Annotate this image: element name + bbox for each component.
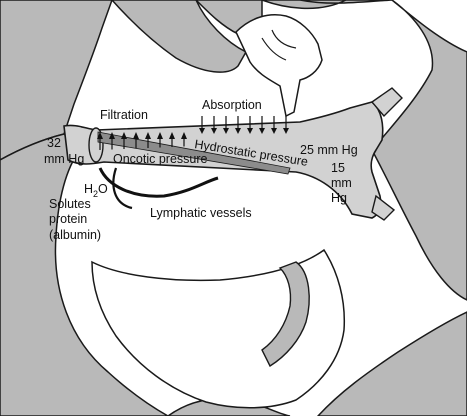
- water-h: H: [84, 182, 93, 196]
- filtration-arrow-head: [169, 132, 175, 139]
- filtration-label: Filtration: [100, 108, 148, 122]
- tissue-top-left: [110, 0, 248, 73]
- pressure-right-top: 25 mm Hg: [300, 143, 358, 157]
- lymph-line-1: [98, 167, 219, 198]
- filtration-arrow: [169, 132, 175, 147]
- water-label: H2O: [84, 182, 108, 199]
- lymphatic-vessel-lines: [98, 167, 219, 210]
- tissue-left-bottom: [0, 133, 170, 416]
- pressure-left-unit: mm Hg: [44, 152, 84, 166]
- lymphatic-valve-top: [261, 29, 297, 61]
- venule-branch: [370, 87, 403, 118]
- filtration-arrows: [97, 132, 187, 150]
- filtration-arrow: [109, 132, 115, 150]
- interstitial-space-lower: [91, 248, 346, 409]
- filtration-arrow: [181, 132, 187, 147]
- filtration-arrow-head: [97, 132, 103, 139]
- absorption-arrow: [247, 116, 253, 134]
- venule-outlet: [371, 194, 396, 221]
- tissue-right-edge: [371, 0, 467, 301]
- oncotic-pressure-label: Oncotic pressure: [113, 152, 208, 166]
- filtration-arrow-head: [145, 132, 151, 139]
- lymph-line-2: [112, 167, 133, 210]
- absorption-arrow-head: [211, 128, 217, 134]
- absorption-arrow-head: [283, 128, 289, 134]
- absorption-arrow: [259, 116, 265, 134]
- absorption-arrow: [271, 116, 277, 134]
- solutes-line1: Solutes: [49, 197, 91, 211]
- absorption-arrow: [235, 116, 241, 134]
- filtration-arrow: [133, 132, 139, 149]
- solutes-line2: protein: [49, 212, 87, 226]
- water-subscript: 2: [93, 189, 98, 199]
- lymphatic-duct-top: [235, 14, 323, 118]
- pressure-left-value: 32: [47, 136, 61, 150]
- capillary-vessel: [63, 87, 403, 221]
- filtration-arrow: [97, 132, 103, 150]
- absorption-arrow: [199, 116, 205, 134]
- filtration-arrow: [121, 132, 127, 149]
- absorption-arrows: [199, 116, 289, 134]
- tissue-bottom-right: [316, 311, 467, 416]
- absorption-arrow-head: [223, 128, 229, 134]
- filtration-arrow: [157, 132, 163, 148]
- absorption-arrow: [283, 116, 289, 134]
- lymphatic-capillary-top: [235, 14, 323, 118]
- absorption-arrow: [211, 116, 217, 134]
- tissue-top-right: [261, 0, 393, 10]
- solutes-line3: (albumin): [49, 228, 101, 242]
- absorption-label: Absorption: [202, 98, 262, 112]
- absorption-arrow-head: [235, 128, 241, 134]
- water-o: O: [98, 182, 108, 196]
- absorption-arrow-head: [247, 128, 253, 134]
- lymphatic-vessels-label: Lymphatic vessels: [150, 206, 252, 220]
- pressure-right-unit2: Hg: [331, 191, 347, 205]
- filtration-arrow-head: [121, 132, 127, 139]
- pressure-right-value: 15: [331, 161, 345, 175]
- filtration-arrow: [145, 132, 151, 148]
- lymphatic-drainage: [261, 261, 310, 368]
- pressure-right-unit1: mm: [331, 176, 352, 190]
- absorption-arrow: [223, 116, 229, 134]
- filtration-arrow-head: [157, 132, 163, 139]
- absorption-arrow-head: [259, 128, 265, 134]
- absorption-arrow-head: [199, 128, 205, 134]
- filtration-arrow-head: [109, 132, 115, 139]
- filtration-arrow-head: [133, 132, 139, 139]
- lymphatic-duct-lower: [261, 261, 310, 368]
- filtration-arrow-head: [181, 132, 187, 139]
- absorption-arrow-head: [271, 128, 277, 134]
